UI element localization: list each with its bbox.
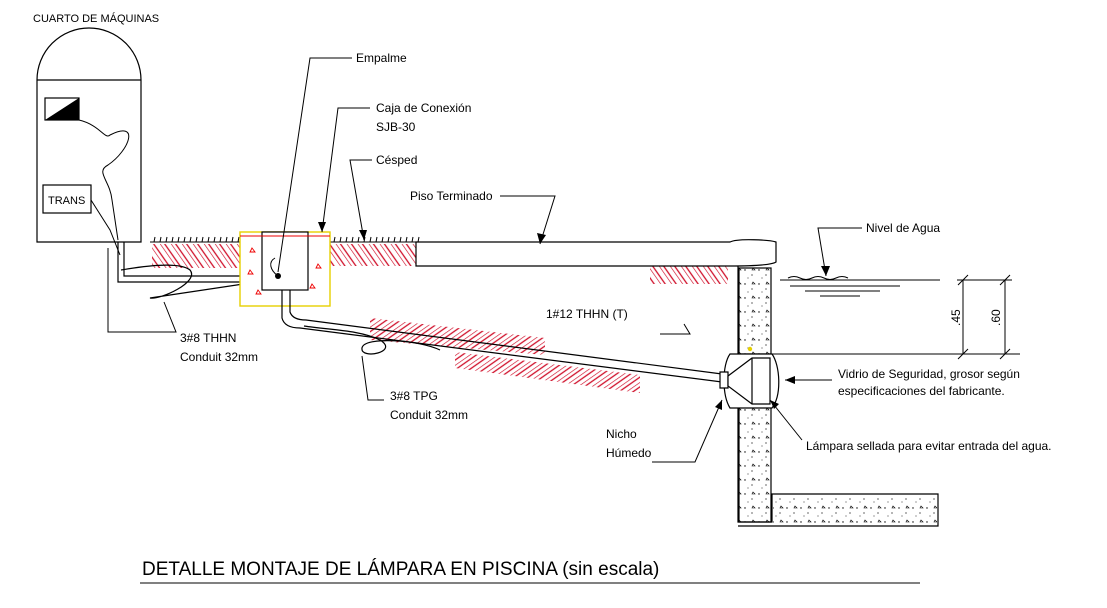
transformer-box xyxy=(42,184,92,214)
dimension-lines xyxy=(957,274,1012,360)
title-main: DETALLE MONTAJE DE LÁMPARA EN PISCINA xyxy=(142,559,558,580)
wet-niche-label-1: Nicho xyxy=(606,427,637,441)
grass-label: Césped xyxy=(376,153,417,167)
grass-tick xyxy=(153,236,156,243)
wet-niche-label-2: Húmedo xyxy=(606,446,652,460)
soil-hatch xyxy=(152,244,240,268)
grass-tick xyxy=(171,236,174,243)
transformer-label: TRANS xyxy=(48,195,85,207)
grass-tick xyxy=(393,236,396,243)
grass-tick xyxy=(189,236,192,243)
conduit-1-label: Conduit 32mm xyxy=(180,350,258,364)
machine-room: TRANS xyxy=(36,27,142,256)
grass-tick xyxy=(369,236,372,243)
breaker-icon xyxy=(44,97,80,121)
grass-tick xyxy=(345,236,348,243)
lamp-niche xyxy=(719,346,780,409)
grass-tick xyxy=(213,236,216,243)
grass-tick xyxy=(219,236,222,243)
conduit-tpg xyxy=(281,290,723,383)
grass-tick xyxy=(411,236,414,243)
grass-tick xyxy=(237,236,240,243)
grass-tick xyxy=(159,236,162,243)
grass-tick xyxy=(381,236,384,243)
pool-wall xyxy=(737,266,939,527)
grass-tick xyxy=(177,236,180,243)
splice-label: Empalme xyxy=(356,51,407,65)
dimension-60: .60 xyxy=(989,309,1003,326)
ground-wire-label: 1#12 THHN (T) xyxy=(546,307,628,321)
grass-tick xyxy=(339,236,342,243)
grass-tick xyxy=(387,236,390,243)
junction-box-model: SJB-30 xyxy=(376,120,416,134)
grass-tick xyxy=(183,236,186,243)
finished-floor-label: Piso Terminado xyxy=(410,189,493,203)
dimension-45: .45 xyxy=(949,309,963,326)
junction-box xyxy=(239,231,331,307)
soil-hatch xyxy=(330,244,416,266)
grass-tick xyxy=(201,236,204,243)
grass-tick xyxy=(207,236,210,243)
grass-tick xyxy=(225,236,228,243)
wire-thhn-label: 3#8 THHN xyxy=(180,331,236,345)
grass-tick xyxy=(165,236,168,243)
title-suffix: (sin escala) xyxy=(562,559,659,580)
grass-tick xyxy=(375,236,378,243)
grass-tick xyxy=(231,236,234,243)
soil-hatch xyxy=(455,352,640,393)
water-level xyxy=(772,276,1020,355)
grass-tick xyxy=(333,236,336,243)
water-level-label: Nivel de Agua xyxy=(866,221,940,235)
soil-hatch xyxy=(650,266,728,284)
safety-glass-label-1: Vidrio de Seguridad, grosor según xyxy=(838,367,1020,381)
grass-tick xyxy=(405,236,408,243)
machine-room-label: CUARTO DE MÁQUINAS xyxy=(33,12,159,25)
grass-tick xyxy=(195,236,198,243)
leader-arrows xyxy=(318,222,830,410)
junction-box-label: Caja de Conexión xyxy=(376,101,471,115)
grass-tick xyxy=(399,236,402,243)
grass-tick xyxy=(351,236,354,243)
svg-text:DETALLE MONTAJE DE LÁMPARA EN: DETALLE MONTAJE DE LÁMPARA EN PISCINA (s… xyxy=(142,559,659,580)
grass-tick xyxy=(417,236,420,243)
drawing-title: DETALLE MONTAJE DE LÁMPARA EN PISCINA (s… xyxy=(140,559,920,584)
conduit-thhn xyxy=(117,242,279,299)
wire-tpg-label: 3#8 TPG xyxy=(390,389,438,403)
grass-tick xyxy=(357,236,360,243)
finished-floor xyxy=(415,239,777,267)
grass-tick xyxy=(363,236,366,243)
soil-hatch xyxy=(370,318,545,355)
conduit-2-label: Conduit 32mm xyxy=(390,408,468,422)
sealed-lamp-label: Lámpara sellada para evitar entrada del … xyxy=(806,439,1052,453)
safety-glass-label-2: especificaciones del fabricante. xyxy=(838,384,1005,398)
